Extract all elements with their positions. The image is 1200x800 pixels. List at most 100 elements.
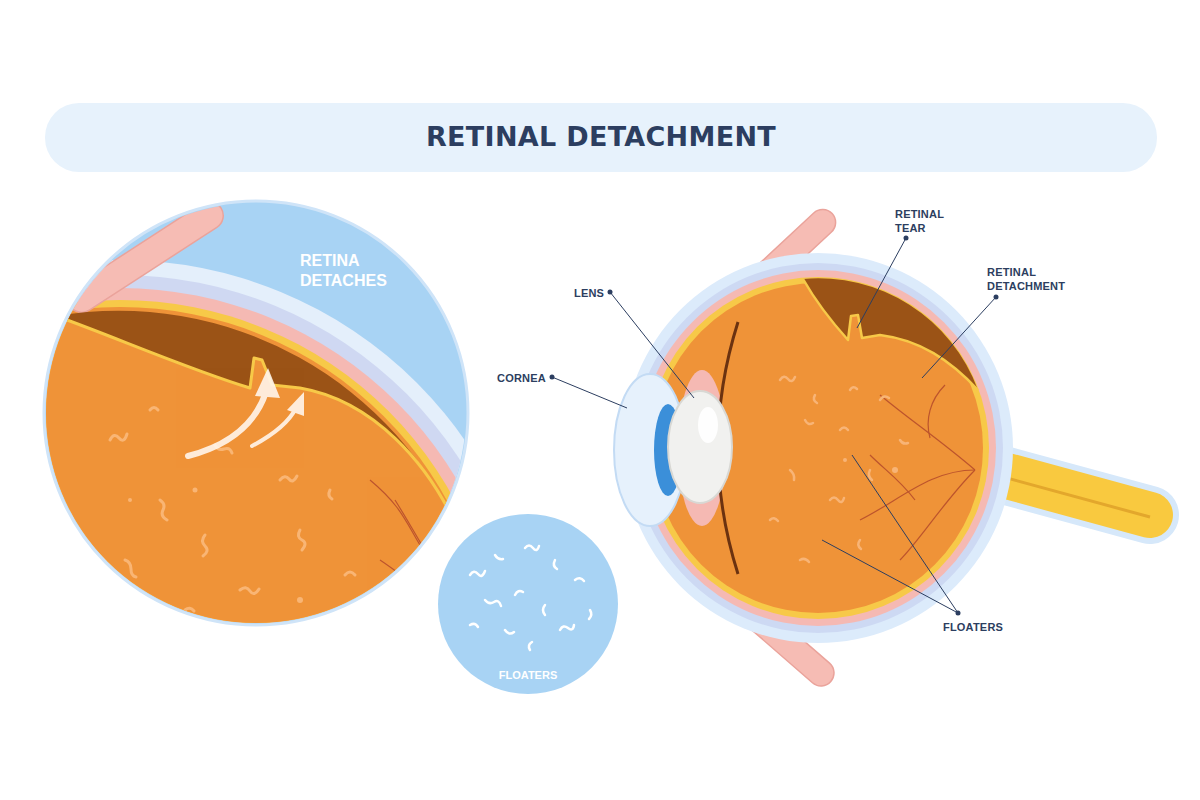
floater (240, 588, 259, 594)
choroid-layer (0, 288, 512, 800)
node-label: RETINA DETACHES (300, 251, 400, 291)
leader-lines (552, 238, 996, 613)
floater-dot (193, 488, 198, 493)
part-label: FLOATERS (943, 620, 1023, 634)
floater-dot (892, 467, 898, 473)
leader-line (922, 297, 996, 378)
sclera-inner (0, 275, 525, 800)
leader-dot (956, 611, 961, 616)
sclera-inner (633, 263, 1003, 633)
floater (298, 530, 305, 550)
floater (560, 625, 574, 630)
floater (850, 387, 857, 390)
floater (505, 630, 514, 634)
detached-space (803, 278, 978, 390)
floater (280, 476, 297, 481)
detached-space (56, 311, 463, 541)
floater (830, 498, 844, 503)
leader-dots (550, 236, 999, 616)
choroid-layer (640, 270, 996, 626)
part-label: CORNEA (497, 371, 557, 385)
vitreous (0, 307, 493, 800)
zoom-circle-outline (44, 201, 468, 625)
leader-line (857, 238, 906, 328)
floater (185, 608, 194, 611)
floater-dot (843, 458, 847, 462)
part-label: RETINAL DETACHMENT (987, 265, 1082, 293)
floater (125, 560, 136, 577)
title-band (45, 103, 1157, 172)
part-label: LENS (574, 286, 634, 300)
leader-dot (904, 236, 909, 241)
floater (110, 434, 127, 440)
floater (495, 555, 503, 559)
retina-layer (0, 300, 500, 800)
floater (345, 572, 355, 575)
floater (869, 470, 872, 480)
detached-retina (56, 316, 463, 541)
detach-arrow (252, 408, 296, 446)
diagram-title: RETINAL DETACHMENT (45, 117, 1157, 157)
floaters-group (770, 377, 908, 562)
blood-vessel (860, 470, 975, 520)
blood-vessel (928, 385, 945, 438)
leader-line (852, 455, 958, 613)
floater (329, 490, 332, 499)
blood-vessel (880, 395, 975, 470)
retina-layer (647, 277, 989, 619)
floater (770, 518, 778, 521)
circle-node: RETINA DETACHES (44, 201, 468, 625)
leader-line (610, 292, 694, 398)
sclera-outer (623, 253, 1013, 643)
blood-vessel (370, 480, 420, 545)
floater (840, 428, 848, 431)
floater (515, 591, 523, 595)
floater (150, 408, 158, 411)
detach-arrow-head (255, 368, 280, 398)
floater (529, 642, 532, 650)
floater (800, 559, 809, 562)
blood-vessel (870, 455, 915, 500)
floater (880, 396, 889, 400)
floater (554, 560, 557, 569)
zoom-content (0, 196, 540, 800)
floater (858, 540, 861, 549)
floater (575, 578, 584, 581)
floater (160, 500, 167, 520)
floater-dot (297, 597, 303, 603)
blood-vessel (375, 590, 440, 615)
floater (470, 571, 485, 576)
floater (525, 546, 539, 551)
floater (589, 610, 591, 619)
floater (780, 377, 795, 381)
blood-vessel (900, 470, 975, 560)
leader-dot (994, 295, 999, 300)
detached-retina (803, 279, 978, 390)
circle-node: FLOATERS (438, 514, 618, 694)
floater-dot (128, 498, 132, 502)
floater (814, 395, 817, 403)
leader-line (552, 377, 627, 408)
floater (485, 600, 501, 606)
floaters-group (470, 546, 591, 651)
leader-dot (608, 290, 613, 295)
detach-arrow-head (287, 392, 304, 416)
floater (470, 624, 478, 627)
floater (790, 470, 794, 480)
floater (900, 440, 908, 444)
part-label: RETINAL TEAR (895, 207, 957, 235)
eye-muscle (62, 196, 228, 318)
lens (668, 391, 732, 503)
leader-line (822, 540, 958, 613)
blood-vessels (860, 385, 975, 560)
node-label: FLOATERS (438, 668, 618, 682)
floater (543, 605, 545, 615)
lens-highlight (698, 407, 718, 443)
leader-dot (550, 375, 555, 380)
detach-arrows (188, 368, 304, 456)
floater (805, 420, 813, 424)
floaters-circle (438, 514, 618, 694)
